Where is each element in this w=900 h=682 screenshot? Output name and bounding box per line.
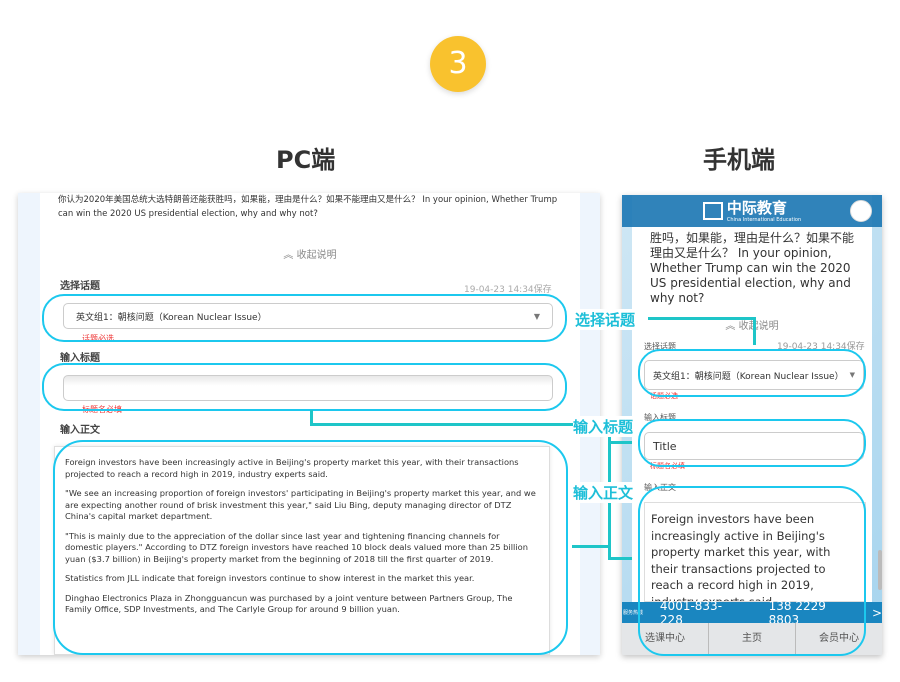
- highlight-body-pc: [53, 440, 568, 655]
- hotline-label: 服务热线: [622, 609, 643, 616]
- avatar[interactable]: [850, 200, 872, 222]
- highlight-title-pc: [42, 363, 567, 411]
- title-input[interactable]: [63, 375, 553, 401]
- mobile-body-textarea[interactable]: Foreign investors have been increasingly…: [644, 502, 866, 602]
- mobile-title-label: 输入标题: [644, 413, 676, 422]
- body-paragraph: "We see an increasing proportion of fore…: [65, 488, 536, 521]
- mobile-prompt: 胜吗，如果能，理由是什么？如果不能理由又是什么？ In your opinion…: [650, 231, 855, 305]
- body-textarea[interactable]: Foreign investors have been increasingly…: [54, 446, 550, 655]
- caret-down-icon: ▼: [533, 311, 540, 321]
- pc-heading: PC端: [276, 146, 336, 174]
- connector: [310, 423, 575, 426]
- bottom-nav: 选课中心 主页 会员中心: [622, 623, 882, 655]
- nav-course-center[interactable]: 选课中心: [622, 623, 709, 655]
- collapse-label: 收起说明: [738, 321, 779, 332]
- body-paragraph: "This is mainly due to the appreciation …: [65, 530, 528, 564]
- annotation-body: 输入正文: [573, 482, 634, 503]
- nav-home[interactable]: 主页: [709, 623, 796, 655]
- hotline-bar[interactable]: 服务热线 4001-833-228 138 2229 8803 >: [622, 599, 882, 627]
- annotation-topic: 选择话题: [575, 309, 636, 330]
- highlight-topic-mobile: [638, 349, 866, 397]
- body-paragraph: Dinghao Electronics Plaza in Zhongguancu…: [65, 592, 513, 615]
- scrollbar[interactable]: [878, 550, 882, 590]
- topic-select[interactable]: 英文组1：朝核问题（Korean Nuclear Issue） ▼: [63, 303, 553, 329]
- mobile-screenshot: 胜吗，如果能，理由是什么？如果不能理由又是什么？ In your opinion…: [622, 195, 882, 655]
- mobile-heading: 手机端: [703, 146, 775, 174]
- chevron-up-icon: ︽: [283, 250, 297, 261]
- mobile-header: 中际教育 China International Education: [622, 195, 882, 227]
- logo-icon: [702, 202, 723, 220]
- highlight-title-mobile: [638, 419, 866, 467]
- logo-text: 中际教育: [726, 198, 787, 217]
- chevron-up-icon: ︽: [725, 321, 739, 332]
- nav-member-center[interactable]: 会员中心: [819, 633, 859, 644]
- connector: [753, 317, 756, 345]
- mobile-collapse-link[interactable]: ︽ 收起说明: [632, 317, 872, 332]
- connector: [648, 317, 755, 320]
- prompt-text: 你认为2020年美国总统大选特朗普还能获胜吗，如果能，理由是什么？如果不能理由又…: [58, 195, 558, 219]
- chevron-right-icon[interactable]: >: [871, 605, 882, 620]
- topic-value: 英文组1：朝核问题（Korean Nuclear Issue）: [653, 371, 844, 382]
- connector: [608, 557, 632, 560]
- collapse-link[interactable]: ︽ 收起说明: [40, 246, 580, 261]
- mobile-topic-select[interactable]: 英文组1：朝核问题（Korean Nuclear Issue）▼: [644, 360, 864, 390]
- saved-time: 19-04-23 14:34保存: [464, 285, 552, 295]
- connector: [608, 441, 632, 444]
- highlight-body-mobile: [638, 486, 866, 656]
- highlight-topic-pc: [42, 294, 567, 342]
- topic-error: 话题必选: [82, 334, 114, 343]
- mobile-saved-time: 19-04-23 14:34保存: [777, 342, 865, 352]
- collapse-label: 收起说明: [296, 250, 337, 261]
- logo-subtitle: China International Education: [726, 216, 802, 223]
- connector: [310, 410, 313, 425]
- body-paragraph: Statistics from JLL indicate that foreig…: [65, 573, 475, 583]
- annotation-title: 输入标题: [573, 416, 634, 437]
- step-badge: 3: [430, 36, 486, 92]
- body-paragraph: Foreign investors have been increasingly…: [65, 457, 519, 479]
- body-label: 输入正文: [60, 425, 100, 436]
- topic-label: 选择话题: [60, 281, 100, 292]
- connector: [572, 545, 610, 548]
- title-label: 输入标题: [60, 353, 100, 364]
- mobile-topic-label: 选择话题: [644, 342, 676, 351]
- topic-value: 英文组1：朝核问题（Korean Nuclear Issue）: [76, 312, 267, 323]
